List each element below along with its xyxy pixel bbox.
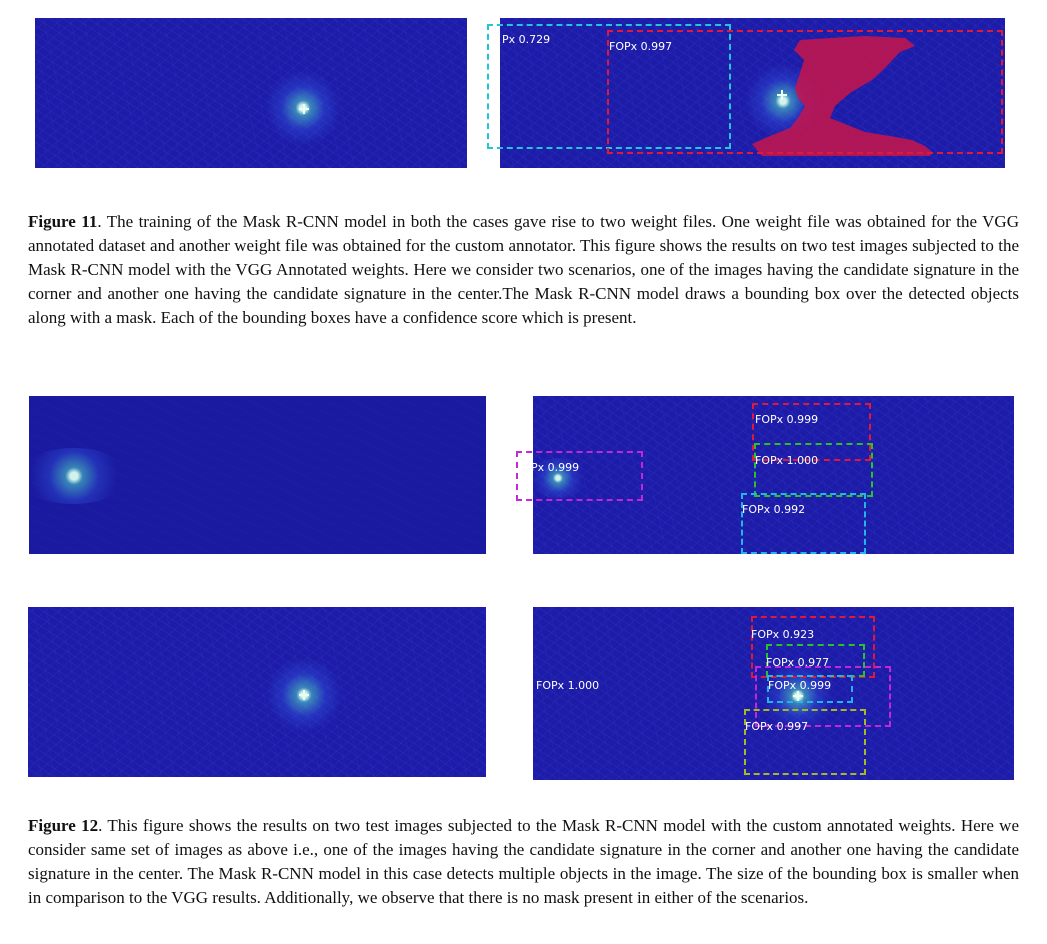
bbox-fopx-0999 [767,675,853,703]
caption-text: . The training of the Mask R-CNN model i… [28,212,1019,327]
fig12-bottom-left-image [28,607,486,777]
figure-label: Figure 12 [28,816,99,835]
bbox-label: FOPx 0.997 [745,720,809,733]
bbox-fopx-0992 [741,493,866,554]
signature-center-marker [299,104,309,114]
signature-center-marker [793,691,803,701]
fig12-bottom-right-image [533,607,1014,780]
bbox-fopx-0923 [751,616,875,678]
bbox-fopx-0999 [752,403,871,461]
bbox-label: FOPx 0.997 [609,40,673,53]
segmentation-mask [752,36,932,156]
fig11-right-image [500,18,1005,168]
bbox-fopx-1000 [754,443,873,497]
fig12-top-left-image [29,396,486,554]
bbox-label: FOPx 1.000 [755,454,819,467]
figure-label: Figure 11 [28,212,98,231]
fig11-left-image [35,18,467,168]
bbox-label: FOPx 0.999 [755,413,819,426]
figure-11-caption: Figure 11. The training of the Mask R-CN… [28,210,1019,330]
bbox-label: FOPx 0.999 [768,679,832,692]
bbox-label: FOPx 0.992 [742,503,806,516]
bbox-label: FOPx 1.000 [536,679,600,692]
bbox-px-0729 [487,24,731,149]
bbox-magenta [755,666,891,727]
figure-12-caption: Figure 12. This figure shows the results… [28,814,1019,910]
bbox-label: Px 0.729 [502,33,551,46]
bbox-fopx-0997 [744,709,866,775]
bbox-fopx-0997 [607,30,1003,154]
mask-shape [752,36,932,156]
bbox-label: Px 0.999 [531,461,580,474]
bbox-px-0999 [516,451,643,501]
fig12-top-right-image [533,396,1014,554]
signature-center-marker [777,90,787,100]
caption-text: . This figure shows the results on two t… [28,816,1019,907]
bbox-label: FOPx 0.977 [766,656,830,669]
signature-center-marker [299,690,309,700]
bbox-label: FOPx 0.923 [751,628,815,641]
